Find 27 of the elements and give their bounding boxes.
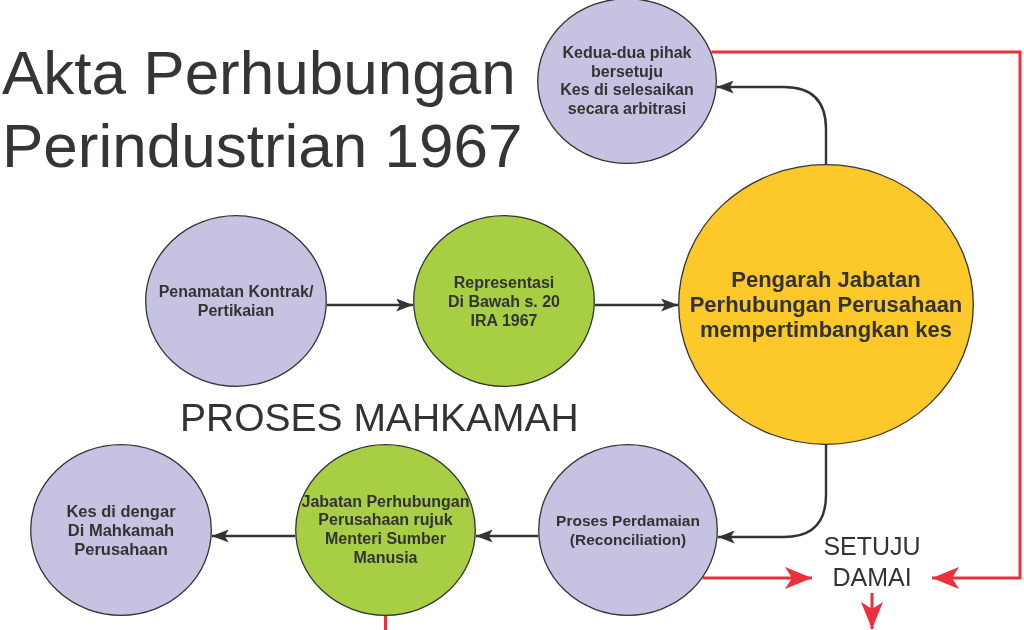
arrow [861, 593, 883, 629]
arrow [702, 567, 812, 589]
node-text: Kedua-dua pihak bersetuju [561, 44, 693, 81]
arrow [594, 298, 678, 312]
node-text: Representasi Di Bawah s. 20 IRA 1967 [446, 272, 561, 330]
process-circle [538, 444, 718, 616]
process-circle [413, 215, 595, 387]
node-text: Pengarah Jabatan Perhubungan Perusahaan mempertimbangkan kes [688, 267, 964, 342]
arrow [475, 529, 539, 543]
arrow [211, 529, 296, 543]
process-circle [145, 215, 327, 387]
arrow [717, 445, 828, 544]
section-heading: PROSES MAHKAMAH [180, 395, 579, 440]
process-circle [30, 444, 212, 616]
arrow [711, 50, 1022, 589]
node-text: Proses Perdamaian (Reconciliation) [555, 511, 701, 549]
node-text: Jabatan Perhubungan Perusahaan rujuk Menteri Sumber Manusia [300, 492, 471, 568]
arrow [326, 298, 414, 312]
connector-line [384, 616, 387, 630]
node-text: Kes di selesaikan secara arbitrasi [559, 81, 695, 118]
arrow [716, 80, 828, 164]
node-text: Kes di dengar Di Mahkamah Perusahaan [65, 501, 177, 559]
title: Akta Perhubungan Perindustrian 1967 [2, 37, 524, 182]
process-circle [678, 164, 974, 445]
node-text: Penamatan Kontrak/ Pertikaian [157, 282, 315, 320]
outcome-label: SETUJU DAMAI [812, 531, 932, 593]
process-circle [295, 444, 476, 616]
